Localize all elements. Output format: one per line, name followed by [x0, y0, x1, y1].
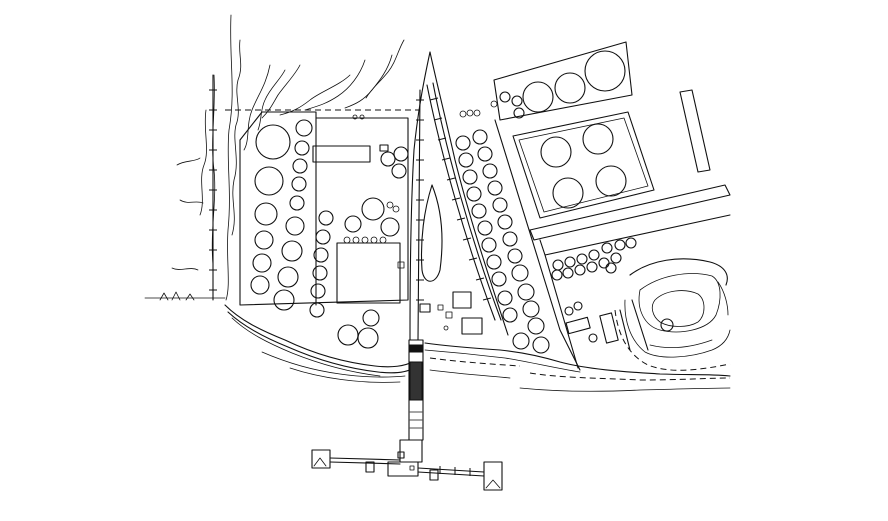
shoreline [224, 304, 731, 392]
central-spit [409, 51, 509, 341]
tank-column-spit [455, 100, 550, 354]
headland-quarry [614, 258, 731, 371]
tank-compound-west [225, 109, 420, 349]
west-boundary-fence [209, 74, 217, 301]
tank-farm-east [494, 119, 731, 371]
terrain-contours [144, 14, 405, 301]
tank-farm-northeast [493, 41, 731, 241]
jetty-pier [311, 339, 503, 491]
